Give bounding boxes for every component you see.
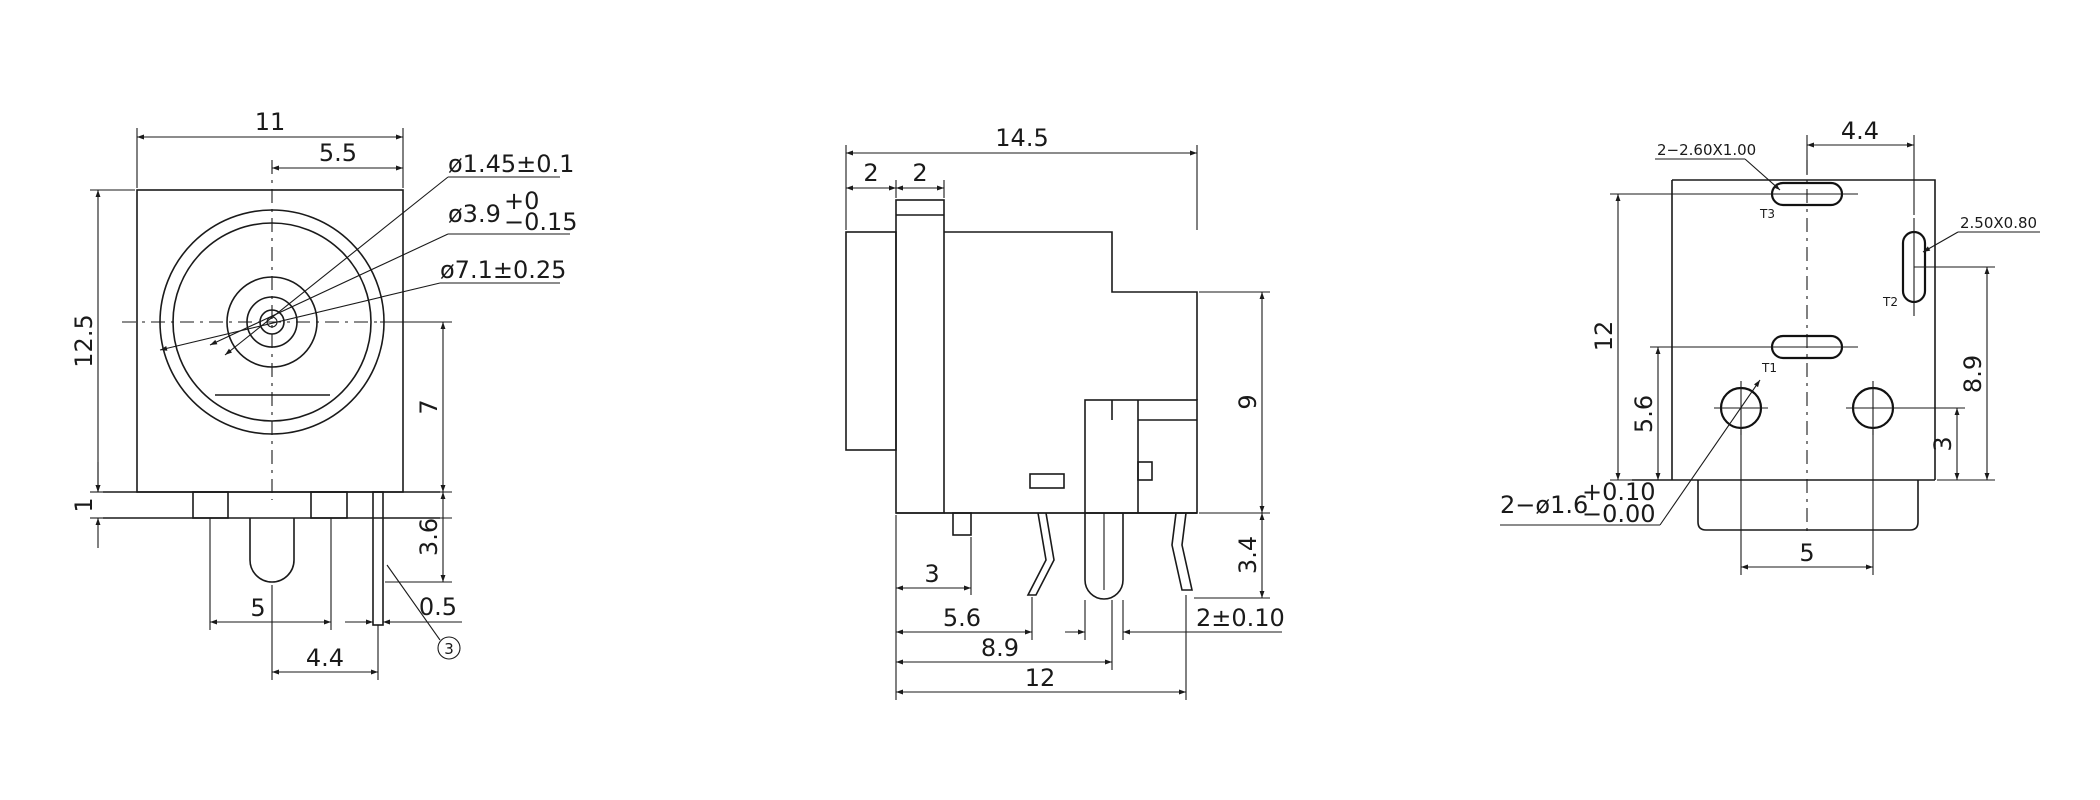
dim-side-pin-height: 3.4 [1234, 536, 1262, 574]
section-marker-label: 3 [444, 640, 454, 658]
dim-side-body-height: 9 [1234, 394, 1262, 409]
dim-pcb-height-8-9: 8.9 [1959, 355, 1987, 393]
side-pin-center [1084, 513, 1124, 600]
dim-pcb-slot-label-1: 2−2.60X1.00 [1657, 141, 1756, 159]
side-main-body [944, 231, 1198, 400]
pcb-bottom-profile [1697, 480, 1919, 531]
dim-pcb-slot-spacing: 4.4 [1841, 117, 1879, 145]
side-front-face [845, 231, 897, 451]
side-base-tab [952, 512, 972, 536]
pcb-layout-view: T3 T2 T1 4.4 2−2.60X1.00 2.50X0.80 12 5.… [1500, 117, 2040, 575]
dim-side-flange-b: 2 [912, 159, 927, 187]
dim-side-total-length: 14.5 [995, 124, 1048, 152]
dim-front-width: 11 [255, 108, 286, 136]
dim-side-base-length: 12 [1025, 664, 1056, 692]
dim-pcb-hole-tol-lower: −0.00 [1582, 500, 1656, 528]
dim-pcb-height-12: 12 [1590, 321, 1618, 352]
terminal-t2-label: T2 [1882, 295, 1898, 309]
dim-front-pin-thickness: 0.5 [419, 593, 457, 621]
front-tab-right [310, 491, 348, 519]
dim-pin-diameter: ø1.45±0.1 [448, 150, 574, 178]
terminal-t3-label: T3 [1759, 207, 1775, 221]
dim-front-center-height: 7 [415, 399, 443, 414]
dim-pcb-hole-tol-upper: +0.10 [1582, 478, 1656, 506]
dim-side-flange-a: 2 [863, 159, 878, 187]
side-marker-rect [1029, 473, 1065, 489]
dim-side-pin-pos-1: 3 [924, 560, 939, 588]
section-marker-circle [437, 636, 461, 660]
dim-front-base: 1 [70, 497, 98, 512]
dim-bore-tol-lower: −0.15 [504, 208, 578, 236]
dim-side-pin-pos-3: 8.9 [981, 634, 1019, 662]
front-view: 11 5.5 12.5 7 1 3.6 5 4.4 [70, 108, 578, 680]
dim-front-pin-length: 3.6 [415, 518, 443, 556]
dim-pcb-hole-label: 2−ø1.6 [1500, 491, 1588, 519]
leader-bore-diameter [209, 233, 449, 346]
front-pin-center [249, 518, 295, 583]
dim-pcb-height-5-6: 5.6 [1630, 395, 1658, 433]
dim-pcb-height-3: 3 [1929, 436, 1957, 451]
dim-front-height: 12.5 [70, 314, 98, 367]
front-body-outline [136, 189, 404, 493]
side-marker-square [1137, 461, 1153, 481]
side-view: 14.5 2 2 9 3.4 3 5.6 8.9 12 [845, 124, 1285, 700]
dim-side-pin-width: 2±0.10 [1196, 604, 1285, 632]
side-pin-left [1026, 512, 1055, 596]
front-tab-left [192, 491, 229, 519]
dim-bore-diameter: ø3.9 [448, 200, 501, 228]
leader-outer-diameter [159, 282, 441, 351]
terminal-t1-label: T1 [1761, 361, 1777, 375]
pcb-outline [1632, 179, 1936, 481]
dim-front-pin-spacing-b: 4.4 [306, 644, 344, 672]
front-pin-right [372, 491, 384, 626]
leader-pin-diameter [224, 176, 449, 356]
dim-front-pin-spacing-a: 5 [250, 594, 265, 622]
dim-front-half-width: 5.5 [319, 139, 357, 167]
side-flange [895, 199, 945, 514]
side-pin-right [1171, 512, 1193, 591]
dim-pcb-hole-spacing: 5 [1799, 539, 1814, 567]
dim-side-pin-pos-2: 5.6 [943, 604, 981, 632]
dim-bore-tol-upper: +0 [504, 187, 539, 215]
dim-pcb-slot-label-2: 2.50X0.80 [1960, 214, 2037, 232]
dim-outer-diameter: ø7.1±0.25 [440, 256, 566, 284]
side-pin-housing [1084, 399, 1198, 514]
